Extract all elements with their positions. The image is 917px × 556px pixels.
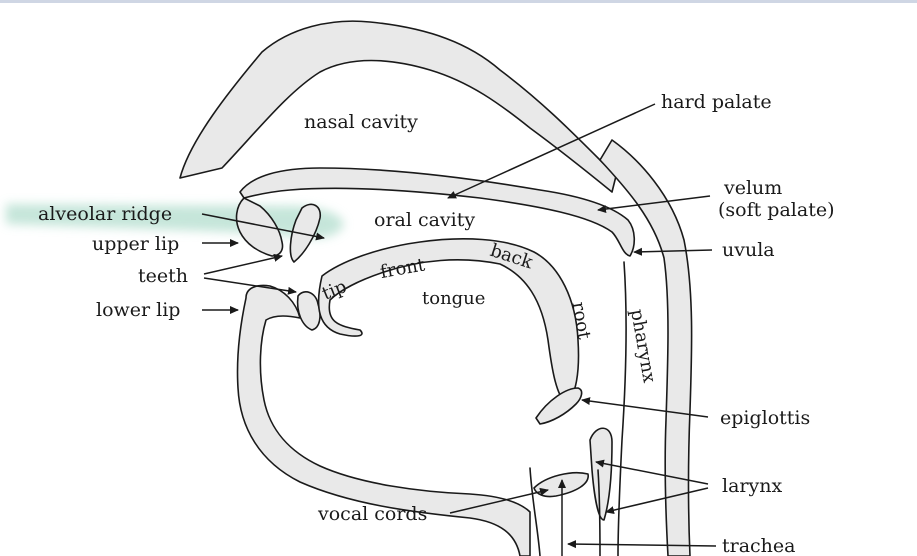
- label-larynx: larynx: [722, 475, 782, 497]
- label-trachea: trachea: [722, 535, 796, 556]
- labels: nasal cavity hard palate velum (soft pal…: [38, 91, 835, 556]
- label-vocal-cords: vocal cords: [317, 503, 427, 525]
- trachea-front-wall: [530, 468, 540, 556]
- pharynx-inner-line: [618, 262, 626, 556]
- label-alveolar-ridge: alveolar ridge: [38, 203, 172, 225]
- arrow-uvula: [634, 250, 712, 252]
- label-hard-palate: hard palate: [661, 91, 772, 113]
- larynx-cartilage: [590, 428, 612, 520]
- tongue-body: [319, 239, 579, 404]
- arrow-larynx-upper: [596, 462, 708, 484]
- label-tongue: tongue: [422, 288, 485, 309]
- arrow-larynx-lower: [606, 488, 708, 512]
- label-upper-lip: upper lip: [92, 233, 179, 255]
- label-nasal-cavity: nasal cavity: [304, 111, 418, 133]
- nasal-roof: [180, 21, 616, 192]
- arrow-teeth-upper: [204, 256, 282, 274]
- label-soft-palate: (soft palate): [718, 199, 835, 221]
- arrow-trachea: [568, 544, 716, 546]
- label-velum: velum: [723, 177, 782, 199]
- vocal-cords: [534, 473, 588, 497]
- label-epiglottis: epiglottis: [720, 407, 810, 429]
- label-uvula: uvula: [722, 239, 775, 261]
- top-border: [0, 0, 917, 3]
- label-oral-cavity: oral cavity: [374, 209, 475, 231]
- label-teeth: teeth: [138, 265, 188, 287]
- label-pharynx: pharynx: [626, 308, 660, 385]
- lower-tooth: [298, 292, 320, 330]
- label-lower-lip: lower lip: [96, 299, 180, 321]
